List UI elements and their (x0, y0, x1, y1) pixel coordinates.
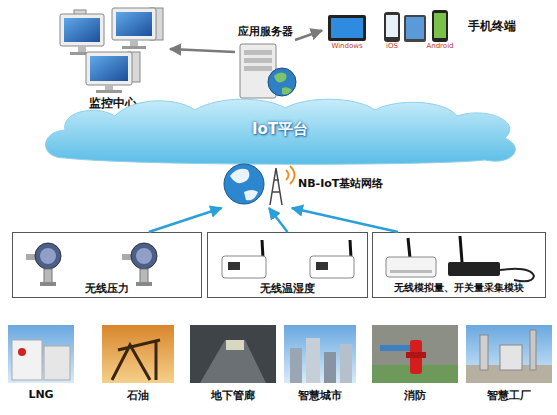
application-label: 石油 (98, 388, 178, 403)
arrow-connector (170, 49, 235, 52)
sensor-box: 无线模拟量、开关量采集模块 (372, 232, 546, 298)
th-sensor-icons (222, 240, 354, 278)
pressure-sensor-icons (26, 243, 157, 286)
device-icons (328, 10, 448, 42)
application-photos (8, 325, 552, 383)
globe-tower-icon (224, 164, 295, 205)
node-text: 无线压力 (13, 281, 201, 296)
os-label: Android (400, 42, 480, 50)
node-text: 无线温湿度 (208, 281, 367, 296)
base-station: NB-IoT基站网络 (212, 158, 402, 208)
module-icons (386, 236, 534, 281)
application-label: LNG (1, 388, 81, 401)
node-text: NB-IoT基站网络 (298, 176, 402, 191)
server-node: 应用服务器 (235, 20, 295, 100)
application-label: 地下管廊 (193, 388, 273, 403)
arrow-connector (292, 208, 398, 232)
sensor-box: 无线温湿度 (207, 232, 368, 298)
node-text: 手机终端 (468, 18, 543, 35)
arrow-connector (295, 31, 322, 41)
terminal-group: 手机终端 (322, 8, 547, 58)
monitor-center: 监控中心 (55, 5, 170, 115)
os-label: Windows (307, 42, 387, 50)
application-label: 智慧工厂 (469, 388, 549, 403)
node-text: 无线模拟量、开关量采集模块 (373, 281, 545, 295)
computer-icons (60, 8, 163, 93)
arrow-connector (269, 208, 288, 232)
sensor-box: 无线压力 (12, 232, 202, 298)
node-text: 应用服务器 (233, 24, 297, 39)
arrow-connector (149, 208, 222, 232)
server-icon (240, 44, 296, 98)
os-label: iOS (352, 42, 432, 50)
application-label: 消防 (375, 388, 455, 403)
cloud-platform: IoT平台 (35, 96, 525, 166)
node-text: IoT平台 (35, 120, 525, 139)
application-label: 智慧城市 (280, 388, 360, 403)
